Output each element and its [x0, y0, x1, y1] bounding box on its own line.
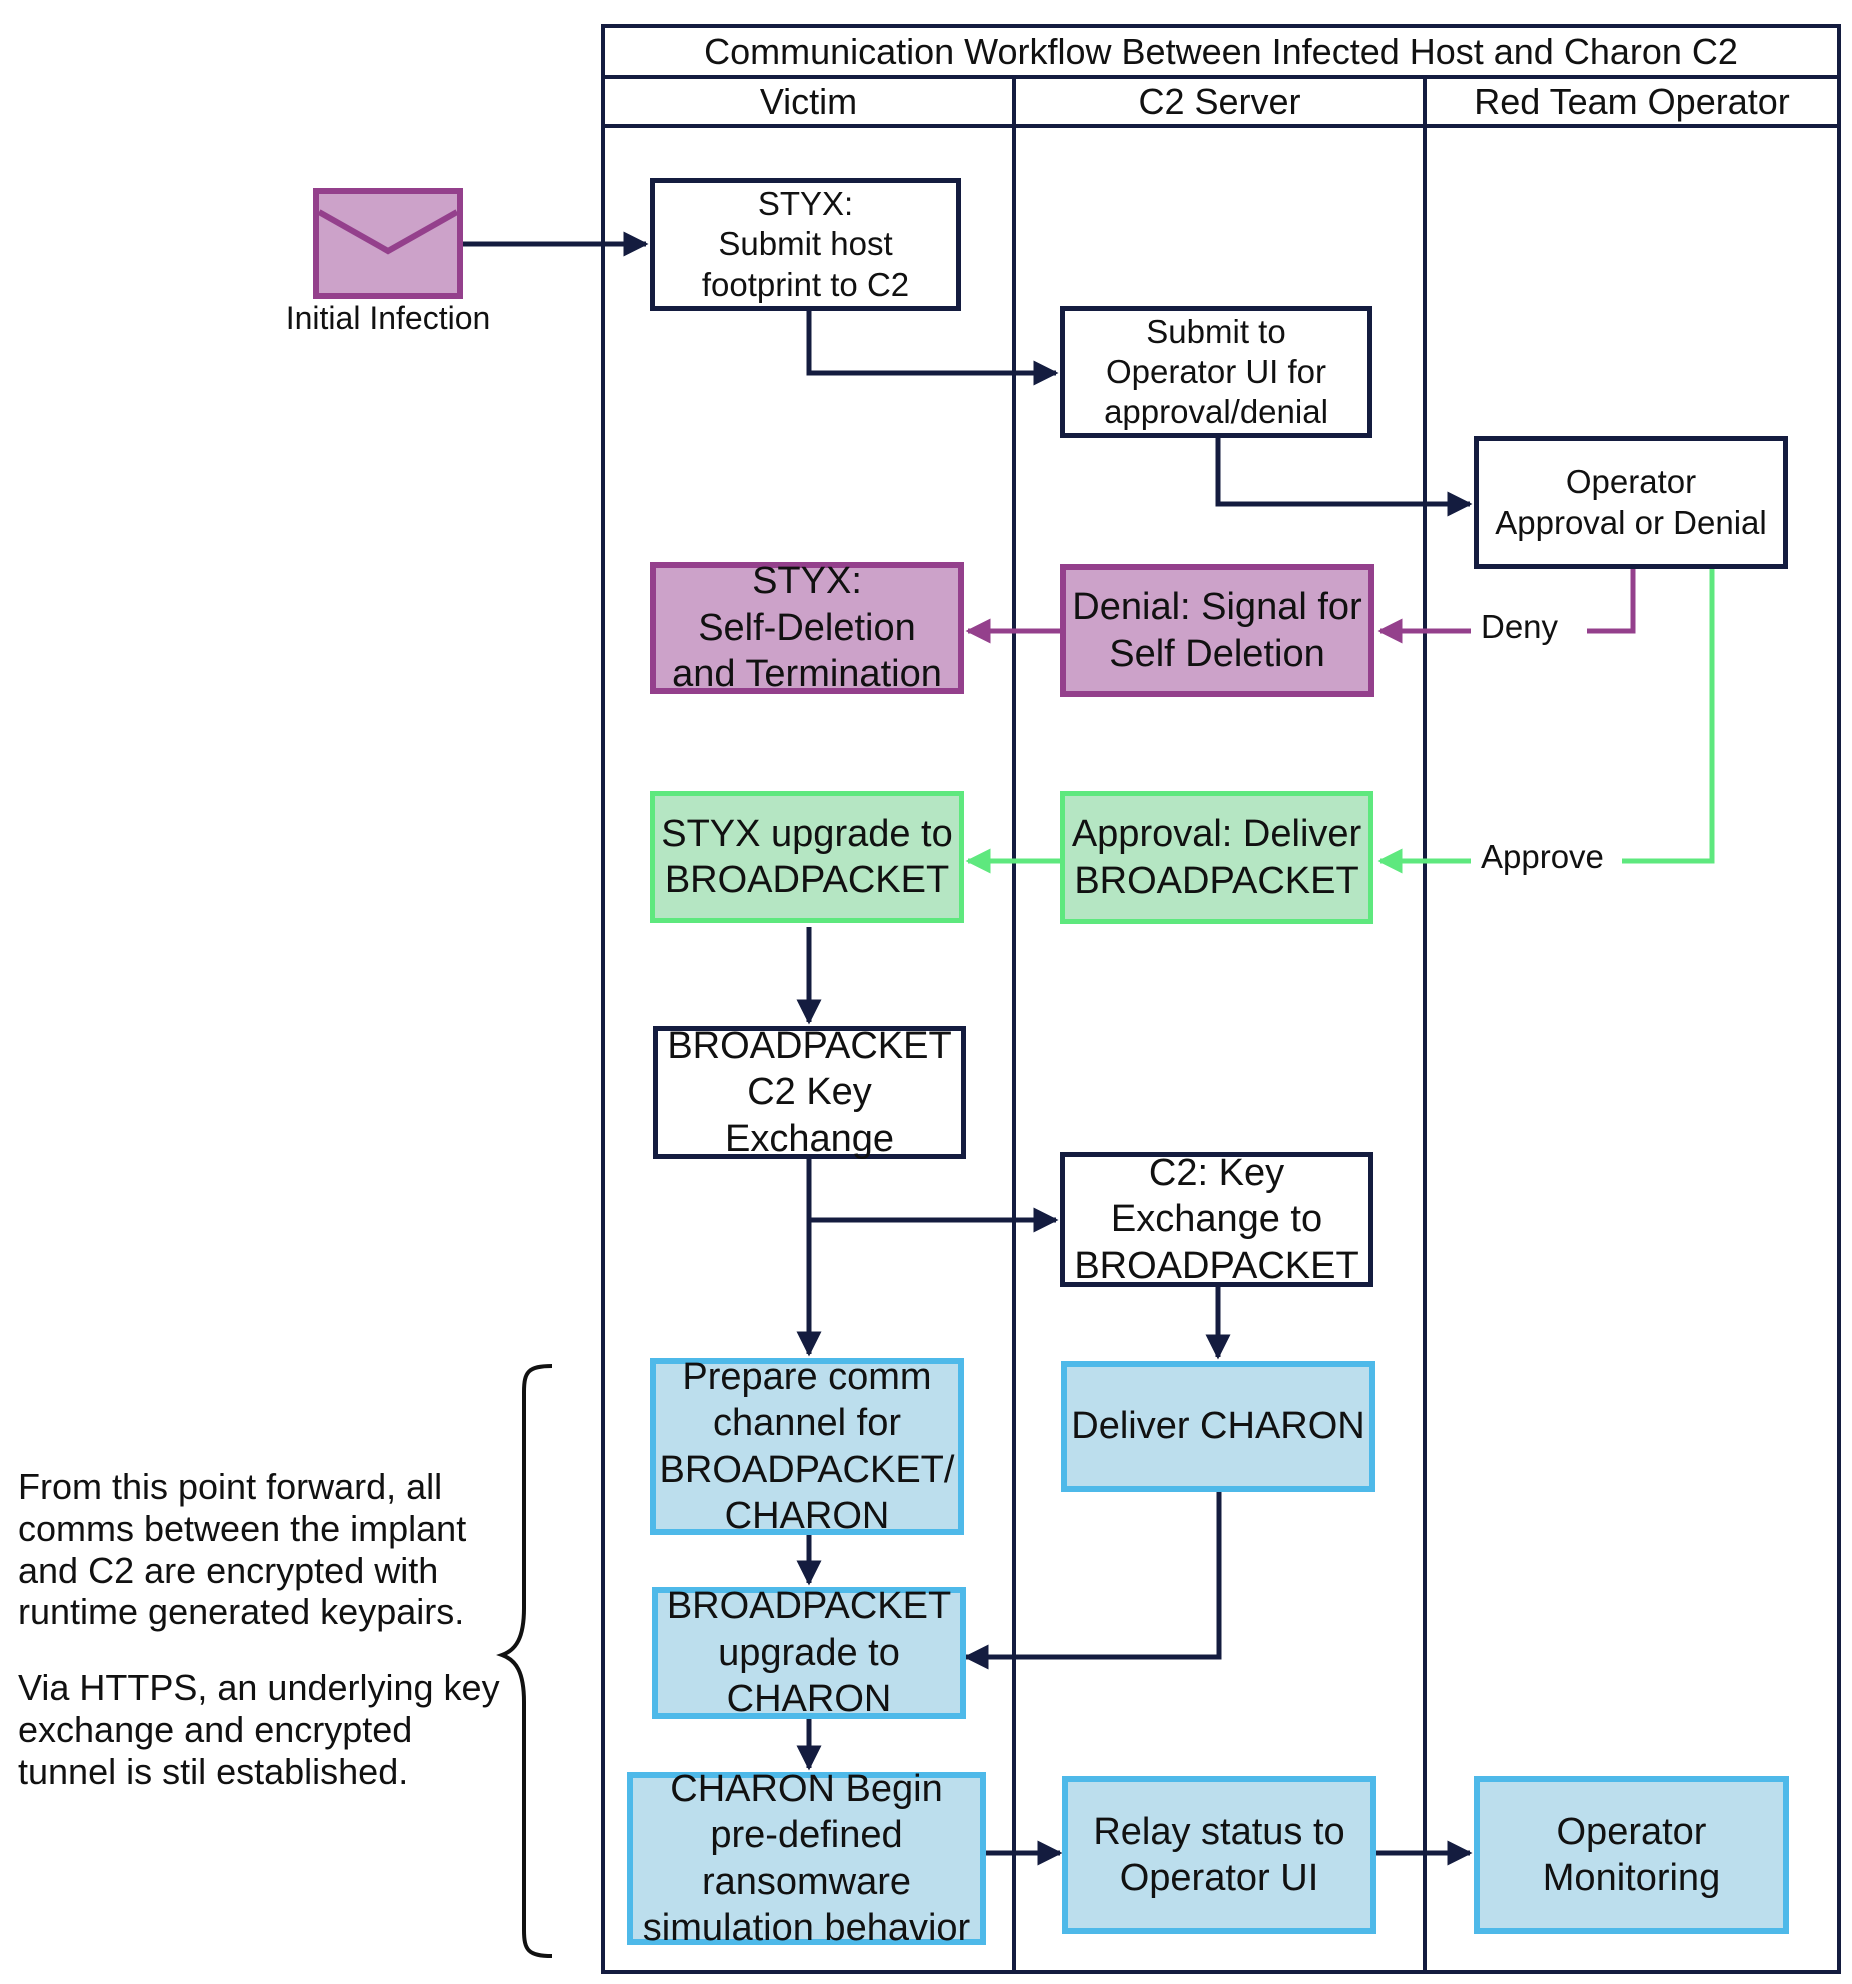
lane-header-victim: Victim	[759, 81, 858, 122]
node-deliver-charon: Deliver CHARON	[1061, 1361, 1375, 1492]
initial-infection-label: Initial Infection	[285, 300, 491, 336]
envelope-icon	[313, 188, 463, 299]
encryption-note: From this point forward, all comms betwe…	[18, 1466, 518, 1826]
deny-label: Deny	[1475, 608, 1565, 646]
edge-approve-line	[1622, 569, 1715, 864]
lane-header-red-team-operator: Red Team Operator	[1474, 81, 1790, 122]
note-paragraph-1: From this point forward, all comms betwe…	[18, 1466, 467, 1633]
edge-styx-to-submit-ui	[806, 311, 1059, 386]
edge-deliver-to-upgrade	[963, 1492, 1222, 1670]
lane-header-c2-server: C2 Server	[1138, 81, 1301, 122]
curly-brace	[496, 1364, 553, 1958]
edge-deny-line	[1587, 569, 1636, 634]
note-paragraph-2: Via HTTPS, an underlying key exchange an…	[18, 1667, 500, 1792]
approve-label: Approve	[1475, 838, 1610, 876]
edge-submit-ui-to-operator	[1215, 438, 1473, 517]
diagram-title: Communication Workflow Between Infected …	[704, 31, 1738, 72]
